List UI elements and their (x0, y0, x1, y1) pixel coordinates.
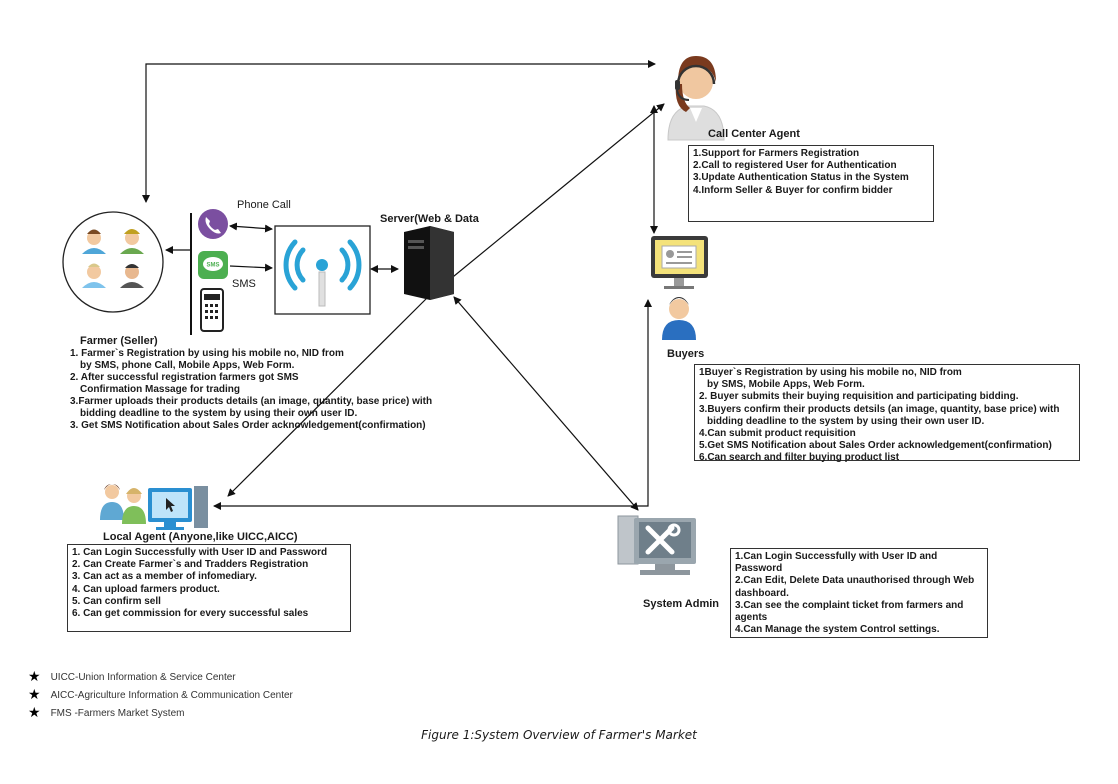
buyer-item: by SMS, Mobile Apps, Web Form. (707, 379, 865, 391)
call-center-agent-label: Call Center Agent (708, 128, 800, 140)
star-icon: ★ (28, 668, 41, 684)
buyer-item: 3.Buyers confirm their products detsils … (699, 403, 1060, 415)
legend-text: AICC-Agriculture Information & Communica… (50, 690, 293, 701)
call-center-item: 3.Update Authentication Status in the Sy… (693, 172, 909, 184)
sms-wireless-connector (229, 263, 273, 272)
svg-text:SMS: SMS (206, 263, 219, 269)
sms-bubble-icon: SMS (198, 251, 228, 279)
buyer-responsibilities: 1Buyer`s Registration by using his mobil… (694, 364, 1080, 464)
buyer-item: 6.Can search and filter buying product l… (699, 452, 900, 464)
local-agent-item: 6. Can get commission for every successf… (72, 608, 309, 620)
call-center-responsibilities: 1.Support for Farmers Registration 2.Cal… (688, 145, 934, 222)
buyers-label: Buyers (667, 348, 705, 360)
admin-item: 2.Can Edit, Delete Data unauthorised thr… (735, 575, 975, 599)
local-agent-responsibilities: 1. Can Login Successfully with User ID a… (67, 544, 351, 632)
admin-item: 1.Can Login Successfully with User ID an… (735, 551, 938, 575)
legend-item: ★ AICC-Agriculture Information & Communic… (28, 685, 293, 702)
farmer-avatar-3 (82, 263, 106, 288)
figure-caption: Figure 1:System Overview of Farmer's Mar… (421, 728, 697, 742)
buyer-item: 1Buyer`s Registration by using his mobil… (699, 367, 962, 378)
local-agent-item: 1. Can Login Successfully with User ID a… (72, 547, 328, 558)
server-callcenter-connector (436, 103, 665, 291)
farmer-avatar-4 (120, 264, 144, 288)
monitor-id-card-icon (651, 236, 708, 289)
farmer-callcenter-connector (142, 60, 656, 203)
system-admin-label: System Admin (643, 598, 720, 610)
buyer-item: 5.Get SMS Notification about Sales Order… (699, 440, 1052, 452)
farmer-responsibilities: 1. Farmer`s Registration by using his mo… (70, 348, 432, 432)
headset-agent-icon (667, 56, 725, 141)
farmer-item: by SMS, phone Call, Mobile Apps, Web For… (80, 360, 295, 371)
call-center-item: 2.Call to registered User for Authentica… (693, 160, 897, 172)
local-agent-item: 5. Can confirm sell (72, 595, 161, 607)
star-icon: ★ (28, 686, 41, 702)
legend-text: UICC-Union Information & Service Center (50, 672, 236, 683)
legend-item: ★ UICC-Union Information & Service Center (28, 667, 236, 684)
buyer-item: bidding deadline to the system by using … (707, 415, 985, 427)
buyer-user-icon (662, 297, 696, 340)
server-tower-icon (404, 226, 454, 300)
localagent-buyers-connector (213, 299, 652, 510)
admin-item: 3.Can see the complaint ticket from farm… (735, 599, 964, 624)
star-icon: ★ (28, 704, 41, 720)
wireless-tower-icon (274, 225, 371, 315)
admin-item: 4.Can Manage the system Control settings… (735, 624, 940, 636)
legend-text: FMS -Farmers Market System (50, 708, 185, 719)
phone-call-label: Phone Call (237, 199, 291, 211)
local-agent-item: 2. Can Create Farmer`s and Tradders Regi… (72, 559, 309, 571)
farmer-item: 2. After successful registration farmers… (70, 372, 299, 383)
mobile-phone-icon (200, 288, 224, 332)
farmer-item: Confirmation Massage for trading (80, 384, 241, 395)
farmer-item: 3. Get SMS Notification about Sales Orde… (70, 420, 426, 431)
farmers-group-icon (62, 211, 164, 313)
farmer-avatar-1 (82, 229, 106, 254)
farmer-title-label: Farmer (Seller) (80, 335, 158, 347)
admin-tools-computer-icon (617, 515, 696, 575)
local-agent-item: 4. Can upload farmers product. (72, 583, 220, 595)
viber-phone-icon (198, 209, 228, 239)
legend-item: ★ FMS -Farmers Market System (28, 703, 184, 720)
farmer-item: bidding deadline to the system by using … (80, 408, 358, 419)
farmer-avatar-2 (120, 229, 144, 254)
local-agent-label: Local Agent (Anyone,like UICC,AICC) (103, 531, 298, 543)
buyer-item: 4.Can submit product requisition (699, 428, 856, 440)
call-center-item: 1.Support for Farmers Registration (693, 148, 860, 159)
sms-label: SMS (232, 278, 256, 290)
farmer-item: 3.Farmer uploads their products details … (70, 396, 433, 407)
local-agent-item: 3. Can act as a member of infomediary. (72, 571, 257, 583)
connectors (142, 60, 665, 511)
call-center-item: 4.Inform Seller & Buyer for confirm bidd… (693, 184, 893, 196)
phonecall-wireless-connector (229, 222, 273, 233)
farmer-item: 1. Farmer`s Registration by using his mo… (70, 348, 344, 359)
local-agent-computer-icon (100, 484, 208, 530)
server-label: Server(Web & Data (380, 213, 479, 225)
buyer-item: 2. Buyer submits their buying requisitio… (699, 391, 1019, 403)
admin-responsibilities: 1.Can Login Successfully with User ID an… (730, 548, 988, 638)
server-admin-connector (453, 296, 639, 511)
